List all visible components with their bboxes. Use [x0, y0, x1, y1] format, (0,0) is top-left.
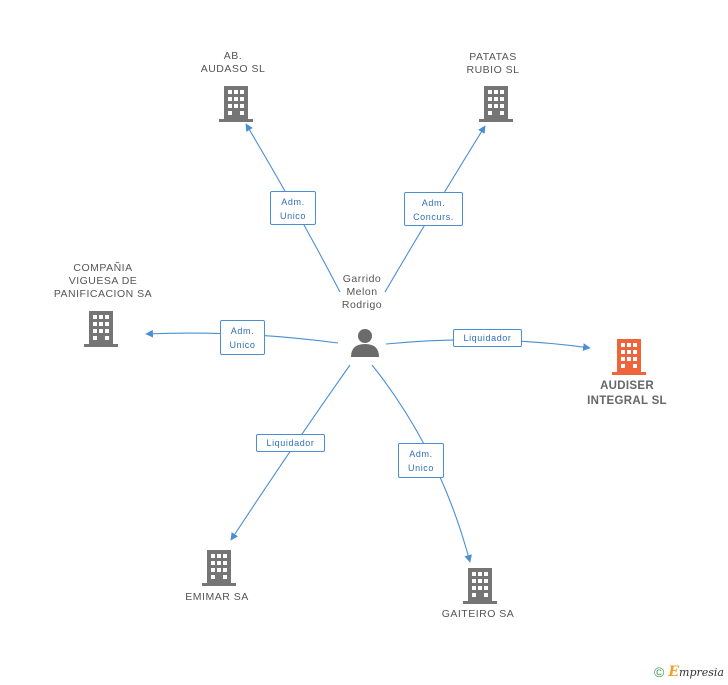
building-icon[interactable]	[219, 86, 253, 127]
building-icon[interactable]	[202, 550, 236, 591]
copyright-icon: ©	[654, 664, 665, 680]
brand-logo[interactable]: Empresia	[668, 664, 724, 680]
person-icon[interactable]	[350, 327, 380, 362]
company-label-audiser[interactable]: AUDISER INTEGRAL SL	[587, 380, 667, 407]
relation-label-ab-audaso: Adm. Unico	[270, 191, 316, 225]
company-label-patatas-rubio[interactable]: PATATAS RUBIO SL	[466, 51, 520, 76]
edge-emimar	[230, 364, 351, 541]
building-icon[interactable]	[479, 86, 513, 127]
company-label-compania-viguesa[interactable]: COMPAÑIA VIGUESA DE PANIFICACION SA	[53, 262, 153, 300]
relation-label-audiser: Liquidador	[453, 329, 522, 347]
company-label-gaiteiro[interactable]: GAITEIRO SA	[441, 608, 515, 620]
brand-name: mpresia	[679, 666, 724, 679]
company-label-emimar[interactable]: EMIMAR SA	[185, 591, 249, 603]
company-label-ab-audaso[interactable]: AB. AUDASO SL	[200, 50, 266, 75]
relation-label-compania-viguesa: Adm. Unico	[220, 320, 265, 355]
building-icon[interactable]	[463, 568, 497, 609]
person-label[interactable]: Garrido Melon Rodrigo	[341, 273, 383, 311]
relation-label-patatas-rubio: Adm. Concurs.	[404, 192, 463, 226]
footer-brand: © Empresia	[654, 664, 724, 680]
brand-initial: E	[668, 664, 680, 680]
relation-label-emimar: Liquidador	[256, 434, 325, 452]
building-icon[interactable]	[84, 311, 118, 352]
relation-label-gaiteiro: Adm. Unico	[398, 443, 444, 478]
building-highlight-icon[interactable]	[612, 339, 646, 380]
